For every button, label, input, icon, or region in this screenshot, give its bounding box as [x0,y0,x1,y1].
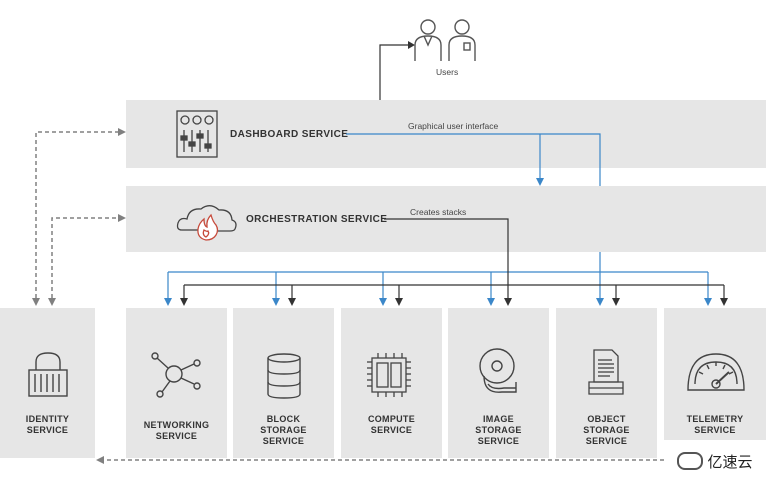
telemetry-service-column: TELEMETRY SERVICE [664,308,766,458]
identity-label-line2: SERVICE [26,425,69,435]
blue-arrow-image [487,298,495,306]
compute-service-label: COMPUTE SERVICE [341,414,442,436]
blue-arrow-object [596,298,604,306]
object-label-line3: SERVICE [585,436,628,446]
dashed-arrow-dashboard [118,128,126,136]
blue-arrow-telemetry [704,298,712,306]
blue-arrow-block [272,298,280,306]
dashed-arrow-orchestration [118,214,126,222]
block-label-line1: BLOCK [266,414,301,424]
dashed-arrow-bottom [96,456,104,464]
image-storage-service-label: IMAGE STORAGE SERVICE [448,414,549,447]
telemetry-label-line1: TELEMETRY [686,414,744,424]
image-label-line2: STORAGE [475,425,522,435]
gui-line [346,133,601,186]
users-icon [414,19,476,61]
stacks-line [384,218,509,298]
identity-label-line1: IDENTITY [25,414,70,424]
dashboard-to-users-line [379,44,408,100]
document-stack-icon [588,349,624,395]
dark-arrow-block [288,298,296,306]
image-label-line1: IMAGE [482,414,514,424]
dark-arrow-object [612,298,620,306]
telemetry-service-label: TELEMETRY SERVICE [664,414,766,436]
image-label-line3: SERVICE [477,436,520,446]
gauge-meter-icon [687,353,745,391]
gui-orchestration-arrowhead [536,178,544,186]
dashboard-note: Graphical user interface [408,121,499,131]
object-label-line2: STORAGE [583,425,630,435]
dark-arrow-telemetry [720,298,728,306]
dashboard-service-label: DASHBOARD SERVICE [230,129,349,140]
identity-service-label: IDENTITY SERVICE [0,414,95,436]
users-label: Users [436,67,459,77]
dashed-arrow-identity-2 [48,298,56,306]
networking-service-column: NETWORKING SERVICE [126,308,227,458]
block-storage-service-label: BLOCK STORAGE SERVICE [233,414,334,447]
blue-arrow-compute [379,298,387,306]
block-label-line2: STORAGE [260,425,307,435]
dashed-identity-dashboard [35,131,118,298]
disc-image-icon [479,348,517,393]
object-storage-service-column: OBJECT STORAGE SERVICE [556,308,657,458]
dashed-identity-orchestration [51,217,118,298]
telemetry-label-line2: SERVICE [694,425,736,435]
image-storage-service-column: IMAGE STORAGE SERVICE [448,308,549,458]
networking-service-label: NETWORKING SERVICE [126,420,227,442]
orchestration-service-label: ORCHESTRATION SERVICE [246,214,388,225]
cpu-chip-icon [367,353,411,397]
dashboard-control-panel-icon [176,110,218,158]
dark-arrow-networking [180,298,188,306]
watermark-text: 亿速云 [707,453,753,471]
compute-label-line1: COMPUTE [367,414,416,424]
network-nodes-icon [151,352,201,398]
compute-label-line2: SERVICE [370,425,413,435]
dark-arrow-image [504,298,512,306]
watermark-logo: 亿速云 [664,440,766,482]
networking-label-line2: SERVICE [155,431,198,441]
orchestration-note: Creates stacks [410,207,467,217]
database-cylinders-icon [267,353,301,399]
dark-arrow-compute [395,298,403,306]
object-storage-service-label: OBJECT STORAGE SERVICE [556,414,657,447]
dashed-arrow-identity-1 [32,298,40,306]
lock-icon [28,352,68,397]
watermark-cloud-icon [677,452,704,470]
blue-arrow-networking [164,298,172,306]
block-label-line3: SERVICE [262,436,305,446]
cloud-fire-icon [176,205,237,241]
block-storage-service-column: BLOCK STORAGE SERVICE [233,308,334,458]
object-label-line1: OBJECT [587,414,626,424]
networking-label-line1: NETWORKING [143,420,210,430]
users-arrowhead [408,41,415,49]
